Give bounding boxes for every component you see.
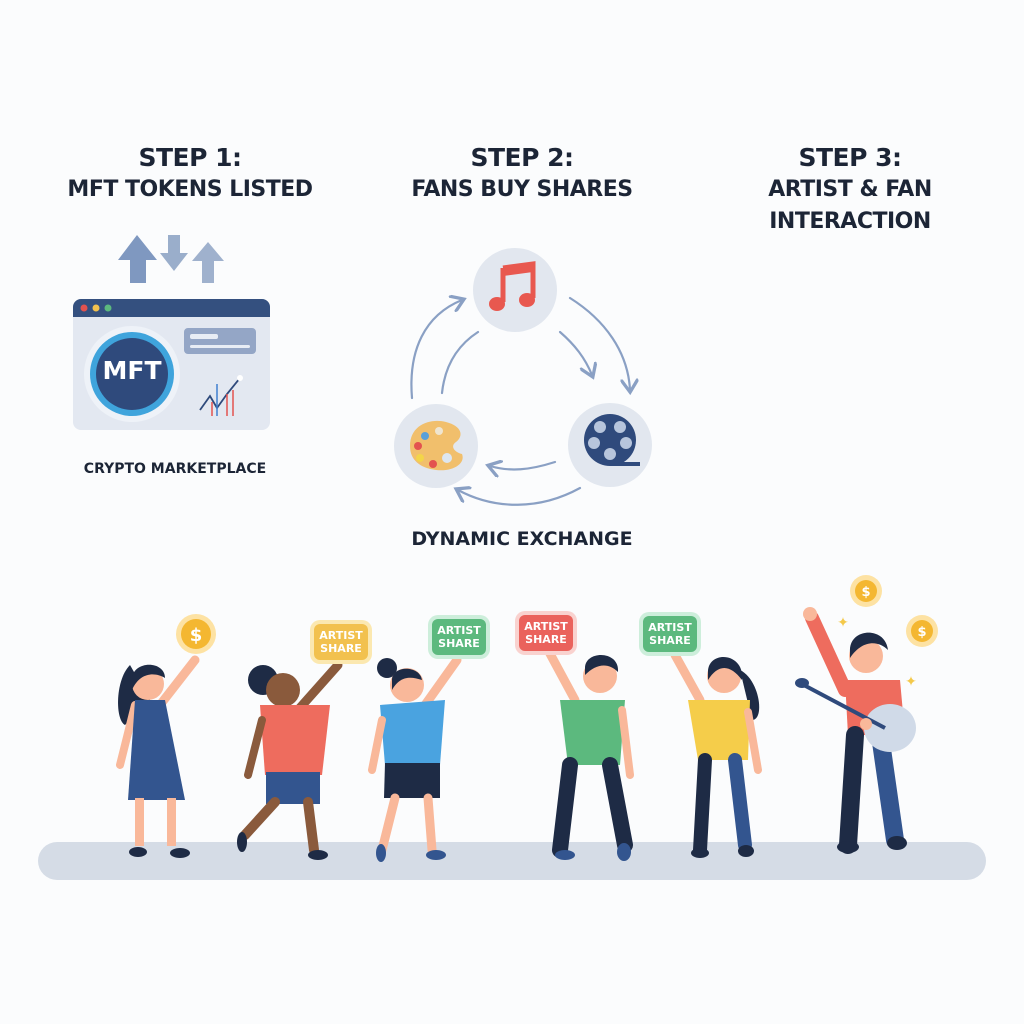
- palette-node: [394, 404, 478, 488]
- step-1-heading: STEP 1:: [138, 143, 242, 172]
- artist-share-sign-2: ARTIST SHARE: [432, 619, 486, 655]
- fan-5: [670, 650, 762, 858]
- step-2-heading: STEP 2:: [470, 143, 574, 172]
- step-1-subtitle: MFT TOKENS LISTED: [67, 177, 313, 202]
- sign-1-line1: ARTIST: [319, 629, 363, 642]
- crowd-illustration: $: [116, 575, 938, 862]
- step-2-subtitle: FANS BUY SHARES: [411, 177, 633, 202]
- window-minimize-dot: [92, 304, 100, 312]
- step-3-heading: STEP 3:: [798, 143, 902, 172]
- sign-4-line1: ARTIST: [648, 621, 692, 634]
- artist: $ $ ✦ ✦: [795, 575, 938, 854]
- step-3-subtitle-line2: INTERACTION: [769, 209, 931, 234]
- sign-3-line2: SHARE: [525, 633, 567, 646]
- film-reel-node: [568, 403, 652, 487]
- step-3-subtitle-line1: ARTIST & FAN: [768, 177, 932, 202]
- window-close-dot: [80, 304, 88, 312]
- step-1-caption: CRYPTO MARKETPLACE: [83, 461, 267, 477]
- step-2-title: STEP 2: FANS BUY SHARES: [372, 142, 672, 206]
- step-3-title: STEP 3: ARTIST & FAN INTERACTION: [700, 142, 1000, 238]
- fan-3: [368, 655, 462, 862]
- sign-2-line1: ARTIST: [437, 624, 481, 637]
- step-2-caption: DYNAMIC EXCHANGE: [411, 528, 633, 550]
- marketplace-window: [73, 299, 270, 430]
- artist-share-sign-1: ARTIST SHARE: [314, 624, 368, 660]
- exchange-cycle-diagram: [394, 248, 652, 506]
- svg-text:✦: ✦: [905, 674, 917, 690]
- fan-4: [543, 645, 634, 861]
- sign-1-line2: SHARE: [320, 642, 362, 655]
- window-maximize-dot: [104, 304, 112, 312]
- step-1-title: STEP 1: MFT TOKENS LISTED: [40, 142, 340, 206]
- sign-2-line2: SHARE: [438, 637, 480, 650]
- ground-platform: [38, 842, 986, 880]
- trade-arrows-icon: [118, 235, 224, 283]
- svg-text:$: $: [917, 625, 926, 640]
- music-node: [473, 248, 557, 332]
- svg-text:$: $: [190, 625, 203, 646]
- artist-share-sign-4: ARTIST SHARE: [643, 616, 697, 652]
- sign-4-line2: SHARE: [649, 634, 691, 647]
- sign-3-line1: ARTIST: [524, 620, 568, 633]
- svg-text:✦: ✦: [837, 615, 849, 631]
- fan-2: [237, 660, 343, 860]
- fan-1: $: [116, 614, 216, 858]
- svg-text:$: $: [861, 585, 870, 600]
- artist-share-sign-3: ARTIST SHARE: [519, 615, 573, 651]
- mft-token-label: MFT: [102, 356, 162, 385]
